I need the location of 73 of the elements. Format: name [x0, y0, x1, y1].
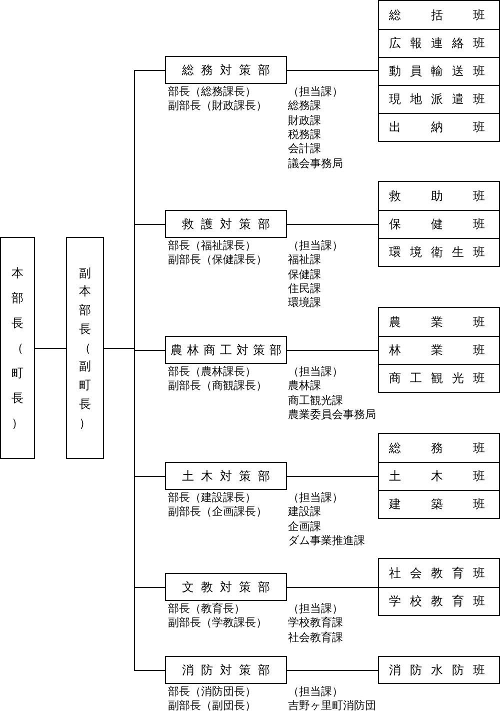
section-name: 学校教育課 — [288, 616, 343, 630]
role-text: 副部長（学教課長） — [168, 616, 267, 630]
section-name: 保健課 — [288, 268, 321, 282]
connector-line — [286, 476, 378, 477]
list-heading: （担当課） — [288, 491, 343, 505]
section-name: 財政課 — [288, 114, 321, 128]
team-row: 広報連絡班 — [379, 29, 499, 57]
team-list-frame — [378, 558, 500, 616]
team-list-frame — [378, 433, 500, 519]
connector-line — [286, 70, 378, 71]
vertical-title-box: 本部長（町長） — [0, 237, 35, 459]
list-heading: （担当課） — [288, 239, 343, 253]
role-text: 部長（消防団長） — [168, 685, 256, 699]
team-row: 救助班 — [379, 182, 499, 210]
section-name: ダム事業推進課 — [288, 534, 365, 548]
role-text: 部長（総務課長） — [168, 85, 256, 99]
list-heading: （担当課） — [288, 85, 343, 99]
department-box: 文教対策部 — [165, 573, 287, 601]
section-name: 農業委員会事務局 — [288, 408, 376, 422]
connector-line — [34, 348, 66, 349]
role-text: 副部長（商観課長） — [168, 379, 267, 394]
team-row: 農業班 — [379, 308, 499, 336]
list-heading: （担当課） — [288, 602, 343, 616]
section-name: 福祉課 — [288, 253, 321, 268]
role-text: 部長（教育長） — [168, 602, 245, 616]
connector-line — [286, 670, 378, 671]
connector-line — [286, 587, 378, 588]
section-name: 税務課 — [288, 128, 321, 142]
list-heading: （担当課） — [288, 685, 343, 699]
team-row: 社会教育班 — [379, 559, 499, 587]
team-list-frame — [378, 307, 500, 393]
role-text: 副部長（副団長） — [168, 699, 256, 711]
team-row: 林業班 — [379, 336, 499, 364]
section-name: 社会教育課 — [288, 630, 343, 645]
role-text: 部長（福祉課長） — [168, 239, 256, 253]
section-name: 商工観光課 — [288, 394, 343, 408]
team-row: 保健班 — [379, 210, 499, 238]
team-row: 出納班 — [379, 113, 499, 141]
section-name: 農林課 — [288, 379, 321, 394]
department-box: 土木対策部 — [165, 462, 287, 490]
section-name: 総務課 — [288, 99, 321, 114]
section-name: 企画課 — [288, 520, 321, 534]
role-text: 副部長（企画課長） — [168, 505, 267, 520]
section-name: 環境課 — [288, 296, 321, 310]
connector-line — [286, 224, 378, 225]
department-box: 消防対策部 — [165, 656, 287, 684]
section-name: 住民課 — [288, 282, 321, 296]
department-box: 農林商工対策部 — [165, 336, 287, 364]
role-text: 副部長（保健課長） — [168, 253, 267, 268]
role-text: 部長（建設課長） — [168, 491, 256, 505]
team-row: 総括班 — [379, 1, 499, 29]
team-row: 現地派遣班 — [379, 85, 499, 113]
team-list-frame — [378, 181, 500, 267]
team-row: 学校教育班 — [379, 587, 499, 615]
section-name: 議会事務局 — [288, 156, 343, 170]
team-row: 商工観光班 — [379, 364, 499, 392]
list-heading: （担当課） — [288, 365, 343, 379]
team-row: 建築班 — [379, 490, 499, 518]
team-list-frame — [378, 0, 500, 142]
role-text: 副部長（財政課長） — [168, 99, 267, 114]
team-row: 環境衛生班 — [379, 238, 499, 266]
section-name: 会計課 — [288, 142, 321, 156]
vertical-title-box: 副本部長（副町長） — [66, 237, 104, 459]
team-row: 動員輸送班 — [379, 57, 499, 85]
department-box: 救護対策部 — [165, 210, 287, 238]
connector-line — [286, 350, 378, 351]
team-row: 総務班 — [379, 434, 499, 462]
section-name: 吉野ヶ里町消防団 — [288, 699, 376, 711]
department-box: 総務対策部 — [165, 56, 287, 84]
team-row: 土木班 — [379, 462, 499, 490]
section-name: 建設課 — [288, 505, 321, 520]
team-row: 消防水防班 — [378, 656, 500, 684]
role-text: 部長（農林課長） — [168, 365, 256, 379]
